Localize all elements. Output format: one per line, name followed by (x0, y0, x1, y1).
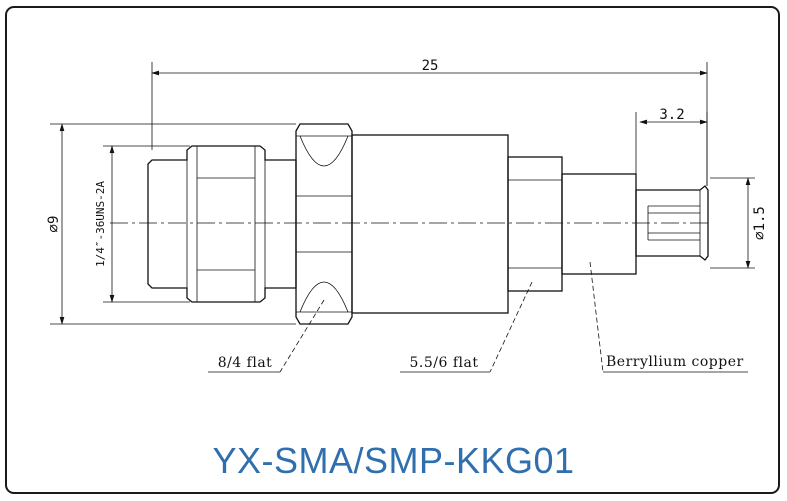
drawing-frame (5, 6, 780, 494)
dim-thread: 1/4″-36UNS-2A (94, 145, 190, 303)
smp-pin (635, 185, 709, 261)
part-number-title: YX-SMA/SMP-KKG01 (212, 440, 575, 481)
thread-spec-label: 1/4″-36UNS-2A (94, 181, 107, 267)
callout-smp-flat: 5.5/6 flat (400, 281, 533, 373)
connector-body (351, 134, 637, 314)
callout-material: Berryllium copper (589, 261, 748, 373)
sma-front-body (147, 145, 297, 303)
dim-body-diameter: ⌀9 (46, 123, 296, 325)
overall-length-label: 25 (422, 58, 439, 74)
dim-pin-length: 3.2 (635, 107, 708, 186)
material-label: Berryllium copper (606, 354, 744, 370)
body-diameter-label: ⌀9 (46, 216, 62, 233)
smp-flat-label: 5.5/6 flat (410, 355, 479, 371)
hex-nut (295, 123, 353, 325)
dim-pin-diameter: ⌀1.5 (710, 177, 768, 269)
sma-flat-label: 8/4 flat (218, 355, 273, 371)
dim-overall-length: 25 (151, 58, 708, 186)
callout-sma-flat: 8/4 flat (208, 299, 325, 373)
pin-diameter-label: ⌀1.5 (752, 206, 768, 240)
pin-length-label: 3.2 (659, 107, 684, 123)
